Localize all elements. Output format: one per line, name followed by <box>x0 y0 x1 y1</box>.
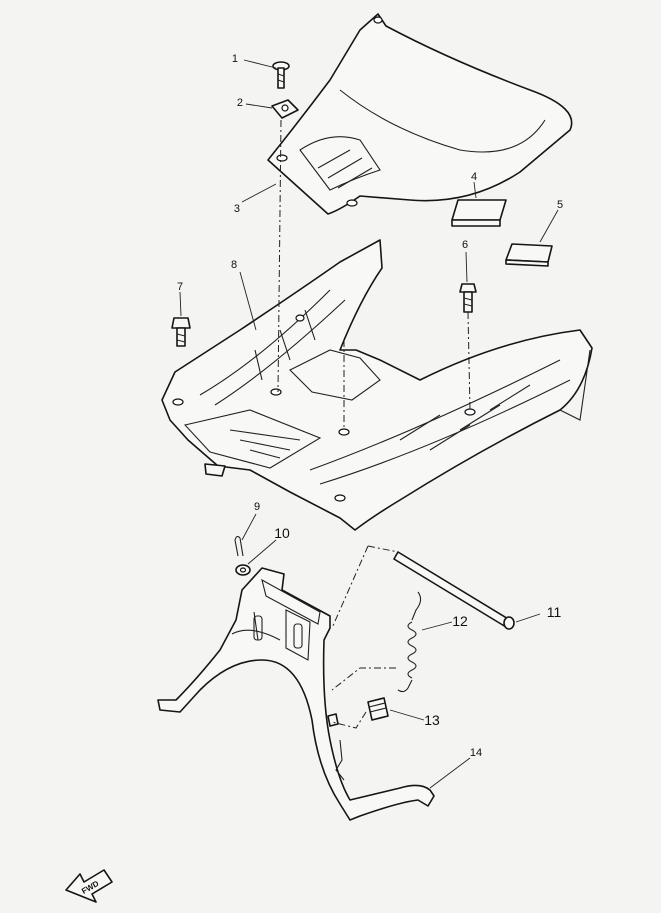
part-13-bolt <box>459 283 477 313</box>
leader-5 <box>421 621 453 631</box>
callout-5: 12 <box>452 613 468 629</box>
leader-9 <box>243 59 277 69</box>
leader-14 <box>539 209 559 243</box>
part-9-screw <box>272 61 290 89</box>
leader-11 <box>241 183 277 203</box>
part-14-pad <box>505 243 553 267</box>
leader-4 <box>247 539 277 565</box>
part-10-nut <box>271 99 299 119</box>
callout-6: 9 <box>254 501 260 513</box>
part-6-pin <box>234 535 244 557</box>
callout-14: 5 <box>557 199 563 211</box>
leader-12 <box>473 181 477 199</box>
callout-2: 13 <box>424 712 440 728</box>
callout-11: 3 <box>234 203 240 215</box>
part-11-cover <box>267 13 573 215</box>
align-line-13-7 <box>467 311 471 411</box>
leader-7 <box>239 271 257 331</box>
leader-6 <box>241 513 257 541</box>
part-3-shaft <box>393 551 515 630</box>
callout-7: 8 <box>231 259 237 271</box>
align-line-3-1 <box>331 545 399 629</box>
leader-13 <box>465 251 468 283</box>
part-12-pad <box>451 199 507 227</box>
callout-3: 11 <box>547 604 562 620</box>
callout-8: 7 <box>177 281 183 293</box>
callout-10: 2 <box>237 97 243 109</box>
align-line-5-1 <box>331 667 396 691</box>
callout-12: 4 <box>471 171 477 183</box>
callout-1: 14 <box>470 747 482 759</box>
leader-8 <box>179 291 182 317</box>
align-line-2-1 <box>331 711 367 729</box>
align-line-9-7 <box>277 119 282 393</box>
leader-10 <box>245 103 273 109</box>
leader-2 <box>389 709 425 721</box>
fwd-arrow-icon: FWD <box>65 869 113 903</box>
leader-1 <box>429 757 471 789</box>
part-5-spring <box>397 591 422 693</box>
callout-13: 6 <box>462 239 468 251</box>
part-2-spacer <box>367 697 389 721</box>
leader-3 <box>515 613 541 623</box>
part-8-bolt <box>171 317 191 347</box>
part-4-washer <box>235 564 251 576</box>
callout-9: 1 <box>232 53 238 65</box>
part-1-main-stand <box>157 567 435 821</box>
callout-4: 10 <box>274 525 290 541</box>
part-7-footboard <box>161 239 593 531</box>
